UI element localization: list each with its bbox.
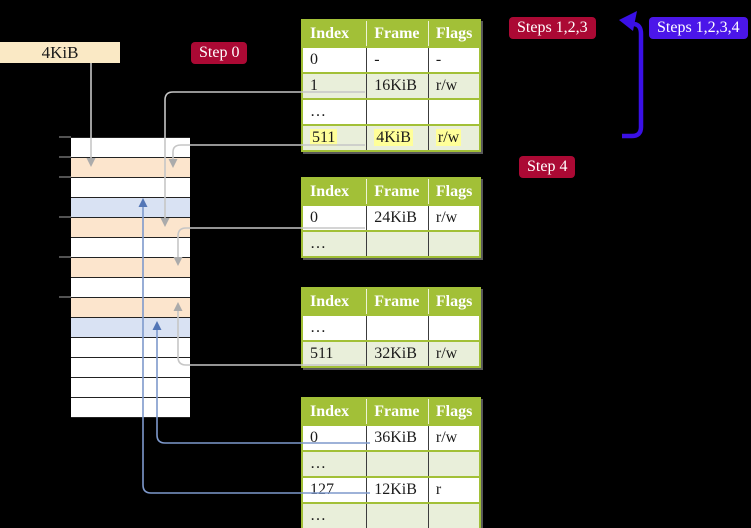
- column-header: Frame: [366, 178, 429, 205]
- memory-frame-row: [71, 178, 190, 198]
- table-row: …: [302, 98, 480, 125]
- table-cell: 24KiB: [366, 204, 429, 231]
- column-header: Index: [302, 398, 368, 425]
- table-cell: [428, 98, 480, 125]
- steps-1-2-3-4-label: Steps 1,2,3,4: [649, 17, 748, 39]
- column-header: Flags: [428, 288, 480, 315]
- table-cell: [428, 230, 480, 257]
- column-header: Frame: [366, 20, 429, 47]
- column-header: Index: [302, 178, 368, 205]
- table-cell: …: [302, 98, 368, 125]
- table-cell: 1: [302, 72, 368, 99]
- table-cell: …: [302, 230, 368, 257]
- memory-frame-row: [71, 198, 190, 218]
- table-cell: [428, 314, 480, 341]
- column-header: Frame: [366, 288, 429, 315]
- memory-frame-row: [71, 318, 190, 338]
- table-cell: 12KiB: [366, 476, 429, 503]
- loop-arrow-steps: [619, 11, 644, 139]
- memory-frame-row: [71, 338, 190, 358]
- table-cell: r/w: [428, 72, 480, 99]
- table-row: …: [302, 502, 480, 528]
- table-cell: [366, 230, 429, 257]
- memory-frame-row: [71, 378, 190, 398]
- step-0-label: Step 0: [191, 42, 248, 64]
- physical-memory-column: [71, 137, 190, 418]
- table-row: …: [302, 314, 480, 341]
- table-cell: -: [428, 46, 480, 73]
- memory-frame-row: [71, 358, 190, 378]
- steps-1-2-3-label: Steps 1,2,3: [509, 17, 596, 39]
- table-cell: r: [428, 476, 480, 503]
- table-row: 0--: [302, 46, 480, 73]
- table-cell: [366, 450, 429, 477]
- table-cell: 36KiB: [366, 424, 429, 451]
- memory-frame-row: [71, 138, 190, 158]
- memory-frame-row: [71, 258, 190, 278]
- memory-frame-row: [71, 218, 190, 238]
- table-cell: 4KiB: [366, 124, 429, 151]
- table-cell: 511: [302, 340, 368, 367]
- table-cell: -: [366, 46, 429, 73]
- table-cell: 0: [302, 204, 368, 231]
- table-cell: 0: [302, 46, 368, 73]
- memory-frame-row: [71, 298, 190, 318]
- table-cell: r/w: [428, 340, 480, 367]
- table-cell: 16KiB: [366, 72, 429, 99]
- table-cell: r/w: [428, 424, 480, 451]
- table-cell: r/w: [428, 124, 480, 151]
- table-cell: 32KiB: [366, 340, 429, 367]
- memory-frame-row: [71, 278, 190, 298]
- memory-frame-row: [71, 398, 190, 418]
- table-cell: …: [302, 502, 368, 528]
- table-cell: …: [302, 314, 368, 341]
- memory-address-ticks: [59, 136, 71, 298]
- table-cell: [366, 98, 429, 125]
- table-cell: [428, 502, 480, 528]
- table-row: …: [302, 450, 480, 477]
- column-header: Flags: [428, 398, 480, 425]
- table-cell: 0: [302, 424, 368, 451]
- column-header: Frame: [366, 398, 429, 425]
- table-cell: 511: [302, 124, 368, 151]
- column-header: Flags: [428, 178, 480, 205]
- column-header: Index: [302, 20, 368, 47]
- frame-size-box: 4KiB: [0, 42, 120, 63]
- table-row: …: [302, 230, 480, 257]
- memory-frame-row: [71, 238, 190, 258]
- table-cell: [366, 502, 429, 528]
- table-cell: [366, 314, 429, 341]
- table-cell: …: [302, 450, 368, 477]
- step-4-label: Step 4: [519, 156, 576, 178]
- table-cell: 127: [302, 476, 368, 503]
- memory-frame-row: [71, 158, 190, 178]
- table-cell: r/w: [428, 204, 480, 231]
- column-header: Index: [302, 288, 368, 315]
- column-header: Flags: [428, 20, 480, 47]
- table-cell: [428, 450, 480, 477]
